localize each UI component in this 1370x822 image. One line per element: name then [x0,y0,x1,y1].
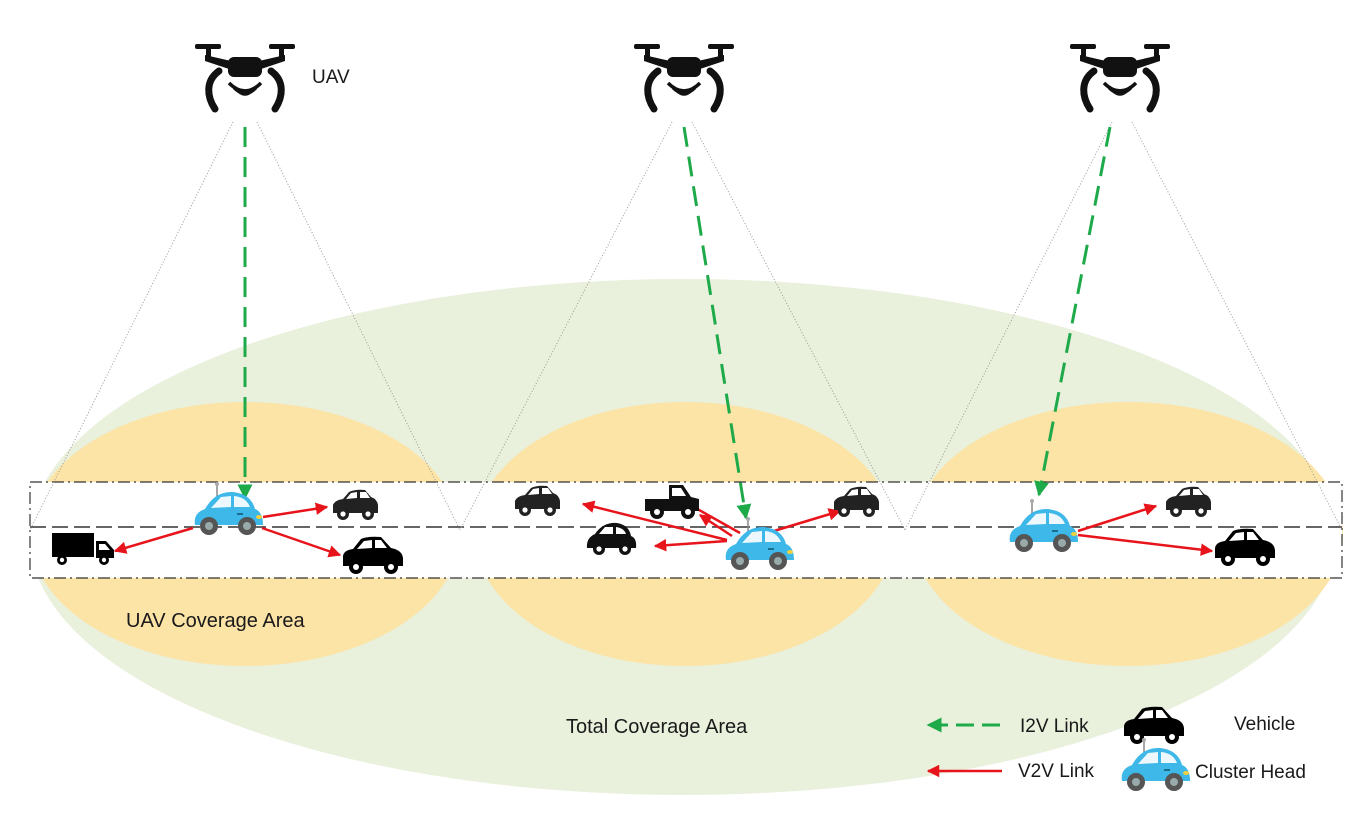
legend-v2v-label: V2V Link [1018,761,1095,782]
uav-label: UAV [312,67,350,88]
uav-drone-icon-3 [1070,44,1170,109]
legend-vehicle-label: Vehicle [1234,714,1295,735]
total-coverage-label: Total Coverage Area [566,716,748,738]
uav-drone-icon-1 [195,44,295,109]
legend-cluster-head-icon [1120,737,1191,792]
legend-cluster-head-label: Cluster Head [1195,762,1306,783]
legend: I2V Link Vehicle V2V Link Cluster Head [926,706,1306,792]
uav-coverage-label: UAV Coverage Area [126,610,305,632]
i2v-links [237,126,1112,520]
uav-drone-icon-2 [634,44,734,109]
coverage-cones [29,121,1343,531]
legend-i2v-label: I2V Link [1020,716,1089,737]
v2v-links [113,495,1214,558]
